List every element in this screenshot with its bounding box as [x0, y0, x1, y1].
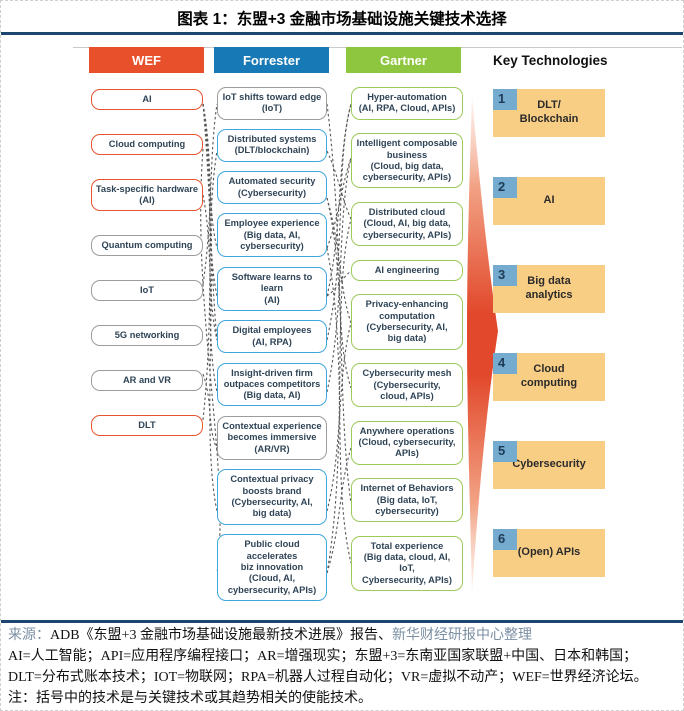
forrester-item: Distributed systems (DLT/blockchain): [217, 129, 327, 162]
gartner-item: AI engineering: [351, 259, 463, 281]
key-tech-number-badge: 2: [493, 177, 517, 198]
wef-item: 5G networking: [91, 324, 203, 347]
highlight-arrow: [467, 96, 498, 593]
source-main: ADB《东盟+3 金融市场基础设施最新技术进展》报告、: [50, 628, 392, 643]
forrester-item: Insight-driven firm outpaces competitors…: [217, 362, 327, 407]
key-tech-card: 3 Big data analytics: [493, 265, 605, 313]
forrester-column: IoT shifts toward edge (IoT) Distributed …: [217, 87, 327, 601]
gartner-item: Privacy-enhancing computation (Cybersecu…: [351, 294, 463, 350]
column-header-key-technologies: Key Technologies: [493, 52, 608, 68]
bracket-note: 注：括号中的技术是与关键技术或其趋势相关的使能技术。: [8, 691, 372, 706]
source-prefix: 来源：: [8, 628, 50, 643]
source-suffix: 新华财经研报中心整理: [391, 628, 532, 643]
key-tech-number-badge: 6: [493, 529, 517, 550]
wef-item: DLT: [91, 414, 203, 436]
key-tech-card: 6(Open) APIs: [493, 529, 605, 577]
abbreviation-note-2: DLT=分布式账本技术；IOT=物联网；RPA=机器人过程自动化；VR=虚拟不动…: [8, 670, 648, 685]
wef-item: IoT: [91, 279, 203, 302]
key-tech-number-badge: 5: [493, 441, 517, 462]
gartner-column: Hyper-automation (AI, RPA, Cloud, APIs) I…: [351, 87, 463, 591]
column-header-gartner: Gartner: [346, 47, 461, 73]
forrester-item: IoT shifts toward edge (IoT): [217, 87, 327, 120]
gartner-item: Intelligent composable business (Cloud, …: [351, 133, 463, 189]
key-tech-number-badge: 3: [493, 265, 517, 286]
key-tech-name: Cybersecurity: [512, 458, 586, 471]
wef-item: Task-specific hardware (AI): [91, 178, 203, 212]
key-tech-number-badge: 4: [493, 353, 517, 374]
key-tech-name: DLT/ Blockchain: [519, 99, 579, 125]
gartner-item: Distributed cloud (Cloud, AI, big data, …: [351, 202, 463, 246]
forrester-item: Contextual experience becomes immersive …: [217, 415, 327, 460]
column-header-wef: WEF: [89, 47, 204, 73]
source-line: 来源：ADB《东盟+3 金融市场基础设施最新技术进展》报告、新华财经研报中心整理: [8, 625, 676, 646]
technology-diagram: WEF Forrester Gartner Key Technologies A…: [1, 47, 683, 619]
forrester-item: Software learns to learn (AI): [217, 266, 327, 311]
wef-item: AR and VR: [91, 369, 203, 392]
gartner-item: Total experience (Big data, cloud, AI, I…: [351, 535, 463, 591]
key-tech-number-badge: 1: [493, 89, 517, 110]
key-tech-name: Big data analytics: [525, 275, 573, 301]
gartner-item: Hyper-automation (AI, RPA, Cloud, APIs): [351, 87, 463, 120]
figure-title: 图表 1：东盟+3 金融市场基础设施关键技术选择: [177, 11, 507, 28]
wef-item: Quantum computing: [91, 235, 203, 257]
bottom-divider: [1, 620, 683, 623]
key-tech-name: Cloud computing: [520, 363, 578, 389]
forrester-item: Public cloud accelerates biz innovation …: [217, 534, 327, 601]
wef-item: Cloud computing: [91, 133, 203, 156]
gartner-item: Anywhere operations (Cloud, cybersecurit…: [351, 420, 463, 465]
wef-item: AI: [91, 89, 203, 111]
gartner-item: Cybersecurity mesh (Cybersecurity, cloud…: [351, 363, 463, 408]
connector-lines: [200, 103, 352, 574]
column-header-forrester: Forrester: [214, 47, 329, 73]
figure-footnotes: 来源：ADB《东盟+3 金融市场基础设施最新技术进展》报告、新华财经研报中心整理…: [8, 625, 676, 709]
top-divider: [1, 32, 683, 35]
key-tech-name: (Open) APIs: [517, 546, 581, 559]
forrester-item: Contextual privacy boosts brand (Cyberse…: [217, 469, 327, 525]
forrester-item: Automated security (Cybersecurity): [217, 171, 327, 204]
forrester-item: Digital employees (AI, RPA): [217, 320, 327, 354]
key-tech-name: AI: [543, 194, 555, 207]
forrester-item: Employee experience (Big data, AI, cyber…: [217, 213, 327, 258]
gartner-item: Internet of Behaviors (Big data, IoT, cy…: [351, 478, 463, 523]
abbreviation-note-1: AI=人工智能；API=应用程序编程接口；AR=增强现实；东盟+3=东南亚国家联…: [8, 649, 638, 664]
